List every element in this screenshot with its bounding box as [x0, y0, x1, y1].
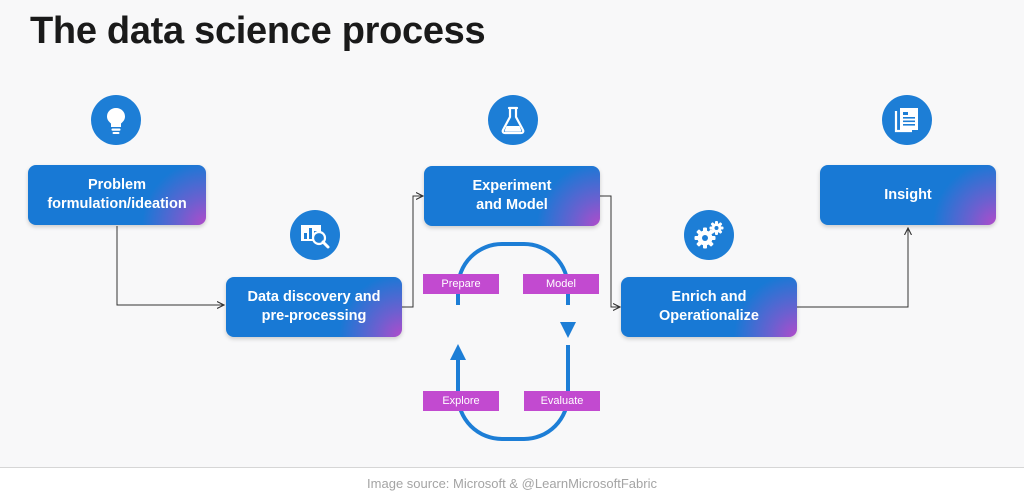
flask-icon — [488, 95, 538, 145]
image-credit: Image source: Microsoft & @LearnMicrosof… — [367, 476, 657, 491]
loop-tag-prepare: Prepare — [423, 274, 499, 294]
footer-divider — [0, 467, 1024, 468]
step-problem-formulation: Problem formulation/ideation — [28, 165, 206, 225]
loop-tag-explore: Explore — [423, 391, 499, 411]
loop-top-arc — [456, 242, 570, 305]
slide: The data science process — [28, 0, 1024, 441]
chart-search-icon — [290, 210, 340, 260]
connector-experiment-to-enrich — [600, 195, 620, 307]
connector-discovery-to-experiment — [402, 196, 423, 308]
loop-arrow-down — [560, 322, 576, 338]
gears-icon — [684, 210, 734, 260]
flow-connectors — [116, 0, 1024, 441]
document-icon — [882, 95, 932, 145]
step-enrich-operationalize: Enrich and Operationalize — [621, 277, 797, 337]
connector-problem-to-discovery — [116, 226, 224, 305]
step-experiment-model: Experiment and Model — [424, 166, 600, 226]
page-title: The data science process — [30, 10, 486, 52]
loop-tag-model: Model — [523, 274, 599, 294]
lightbulb-icon — [91, 95, 141, 145]
loop-tag-evaluate: Evaluate — [524, 391, 600, 411]
step-data-discovery: Data discovery and pre-processing — [226, 277, 402, 337]
iteration-loop — [450, 242, 576, 441]
loop-bottom-arc — [456, 345, 570, 441]
connector-enrich-to-insight — [797, 228, 908, 308]
loop-arrow-up — [450, 344, 466, 360]
step-insight: Insight — [820, 165, 996, 225]
